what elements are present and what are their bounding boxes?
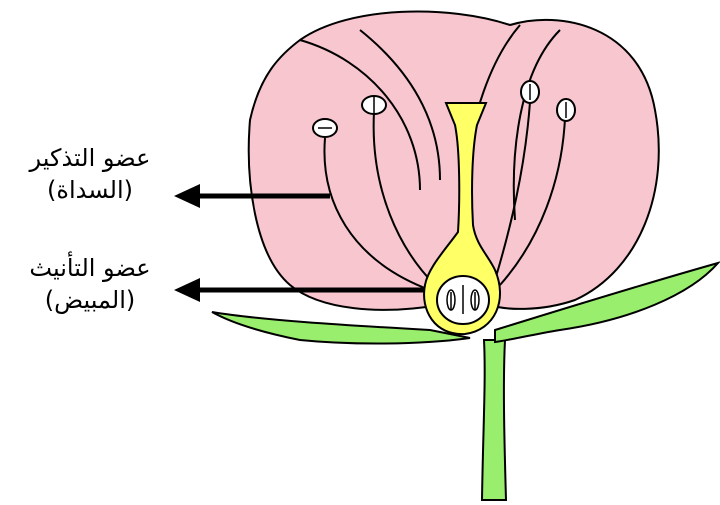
stamen-label-line2: (السداة) [2,174,178,206]
stamen-label: عضو التذكير (السداة) [2,142,178,206]
ovary-label-line2: (المبيض) [2,284,178,316]
stamen-label-line1: عضو التذكير [2,142,178,174]
ovary-label-line1: عضو التأنيث [2,252,178,284]
ovary-label: عضو التأنيث (المبيض) [2,252,178,316]
stem [482,340,506,500]
